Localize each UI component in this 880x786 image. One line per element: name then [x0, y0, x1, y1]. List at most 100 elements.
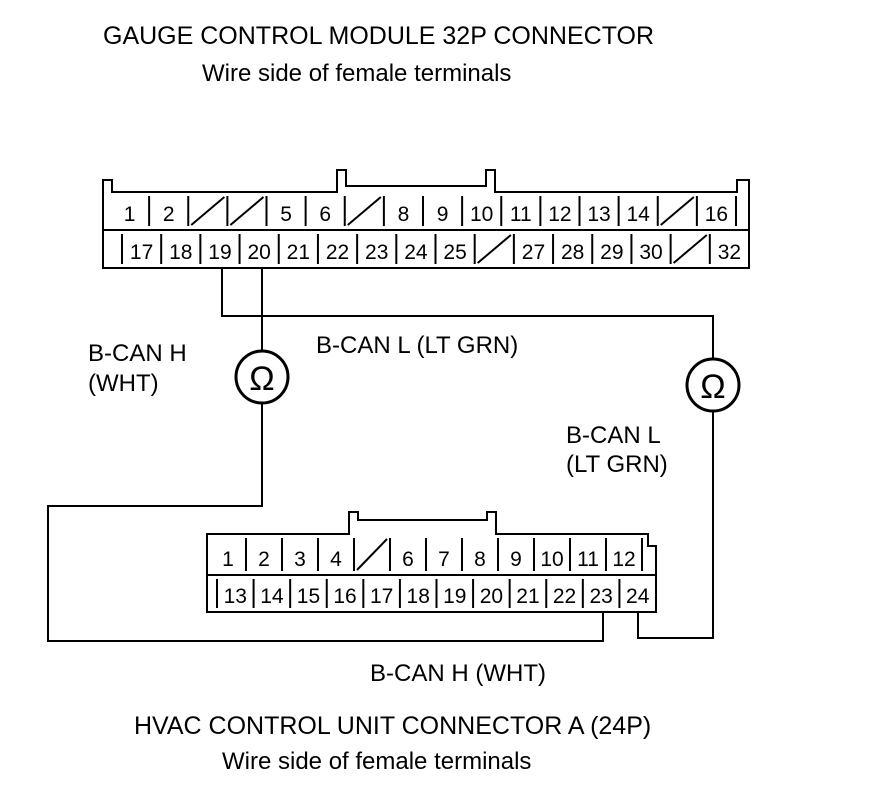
- pin-25: 25: [434, 234, 467, 264]
- wires: [47, 268, 714, 642]
- pin-18: 18: [160, 234, 192, 264]
- pin-label: 2: [258, 548, 270, 571]
- pin-10: 10: [461, 196, 493, 226]
- bcan-h-wire: [47, 404, 604, 642]
- pin-19: 19: [435, 579, 466, 608]
- bcan-l-right-label-line2: (LT GRN): [566, 451, 668, 478]
- pin-16: 16: [325, 579, 357, 608]
- pin-18: 18: [398, 579, 430, 608]
- pin-17: 17: [362, 579, 393, 608]
- pin-21: 21: [508, 579, 540, 608]
- bcan-h-left-label-line1: B-CAN H: [88, 340, 187, 367]
- pin-label: 10: [540, 548, 563, 571]
- gauge-connector-outline: [102, 169, 750, 269]
- pin-label: 23: [589, 585, 612, 608]
- pin-label: 8: [398, 203, 410, 226]
- ohmmeter-right: Ω: [685, 357, 741, 413]
- pin-label: 9: [437, 203, 449, 226]
- pin-9: 9: [422, 196, 449, 226]
- pin-blank: [187, 196, 226, 226]
- pin-blank: [343, 196, 382, 226]
- bcan-h-bottom-label: B-CAN H (WHT): [370, 660, 546, 687]
- empty-cavity-slash: [672, 234, 708, 264]
- pin-20: 20: [472, 579, 503, 608]
- pin-label: 21: [287, 241, 310, 264]
- pin-label: 1: [124, 203, 136, 226]
- pin-label: 12: [548, 203, 571, 226]
- ohm-symbol-right: Ω: [700, 368, 725, 406]
- pin-14: 14: [252, 579, 284, 608]
- pin-label: 7: [438, 548, 450, 571]
- empty-cavity-slash: [660, 196, 695, 226]
- bcan-l-right-label-line1: B-CAN L: [566, 422, 661, 449]
- pin-blank: [353, 538, 388, 571]
- ohmmeter-left: Ω: [234, 349, 290, 405]
- pin-blank: [669, 234, 708, 264]
- pin-30: 30: [630, 234, 663, 264]
- pin-blank: [656, 196, 695, 226]
- pin-label: 22: [553, 585, 576, 608]
- pin-27: 27: [512, 234, 545, 264]
- pin-2: 2: [148, 196, 175, 226]
- pin-label: 27: [522, 241, 545, 264]
- pin-label: 24: [404, 241, 428, 264]
- hvac-connector: [206, 511, 657, 613]
- pin-label: 1: [222, 548, 234, 571]
- ohm-symbol-left: Ω: [249, 360, 274, 398]
- pin-label: 25: [443, 241, 466, 264]
- pin-label: 14: [260, 585, 284, 608]
- pin-21: 21: [277, 234, 310, 264]
- pin-12: 12: [539, 196, 572, 226]
- pin-label: 24: [626, 585, 650, 608]
- pin-label: 17: [130, 241, 153, 264]
- hvac-connector-subtitle: Wire side of female terminals: [222, 748, 532, 775]
- empty-cavity-slash: [229, 196, 265, 226]
- pin-20: 20: [238, 234, 271, 264]
- pin-23: 23: [581, 579, 613, 608]
- pin-label: 10: [470, 203, 493, 226]
- pin-10: 10: [533, 538, 564, 571]
- pin-7: 7: [425, 538, 450, 571]
- pin-label: 11: [510, 203, 532, 226]
- bcan-l-top-label: B-CAN L (LT GRN): [316, 332, 519, 359]
- pin-label: 12: [612, 548, 635, 571]
- pin-label: 5: [280, 203, 292, 226]
- pin-blank: [226, 196, 265, 226]
- pin-16: 16: [695, 196, 737, 226]
- pin-label: 22: [326, 241, 349, 264]
- pin-5: 5: [265, 196, 292, 226]
- pin-32: 32: [708, 234, 741, 264]
- pin-label: 17: [370, 585, 393, 608]
- pin-8: 8: [382, 196, 410, 226]
- pin-label: 13: [224, 585, 247, 608]
- pin-label: 28: [561, 241, 584, 264]
- pin-label: 19: [208, 241, 231, 264]
- pin-label: 30: [639, 241, 662, 264]
- pin-22: 22: [316, 234, 349, 264]
- empty-cavity-slash: [190, 196, 226, 226]
- pin-label: 8: [474, 548, 486, 571]
- pin-label: 14: [627, 203, 651, 226]
- pin-label: 11: [577, 548, 599, 571]
- pin-6: 6: [304, 196, 331, 226]
- pin-label: 18: [407, 585, 430, 608]
- gauge-connector-title: GAUGE CONTROL MODULE 32P CONNECTOR: [103, 22, 655, 50]
- pin-label: 16: [333, 585, 356, 608]
- empty-cavity-slash: [477, 234, 512, 264]
- pin-17: 17: [121, 234, 153, 264]
- pin-label: 6: [402, 548, 414, 571]
- bcan-l-wire: [221, 268, 714, 358]
- pin-19: 19: [199, 234, 232, 264]
- pin-1: 1: [124, 203, 136, 226]
- empty-cavity-slash: [356, 538, 388, 571]
- pin-label: 15: [297, 585, 320, 608]
- empty-cavity-slash: [347, 196, 382, 226]
- pin-4: 4: [317, 538, 342, 571]
- pin-label: 20: [247, 241, 270, 264]
- hvac-connector-outline: [206, 511, 657, 613]
- pin-label: 3: [294, 548, 306, 571]
- pin-2: 2: [245, 538, 270, 571]
